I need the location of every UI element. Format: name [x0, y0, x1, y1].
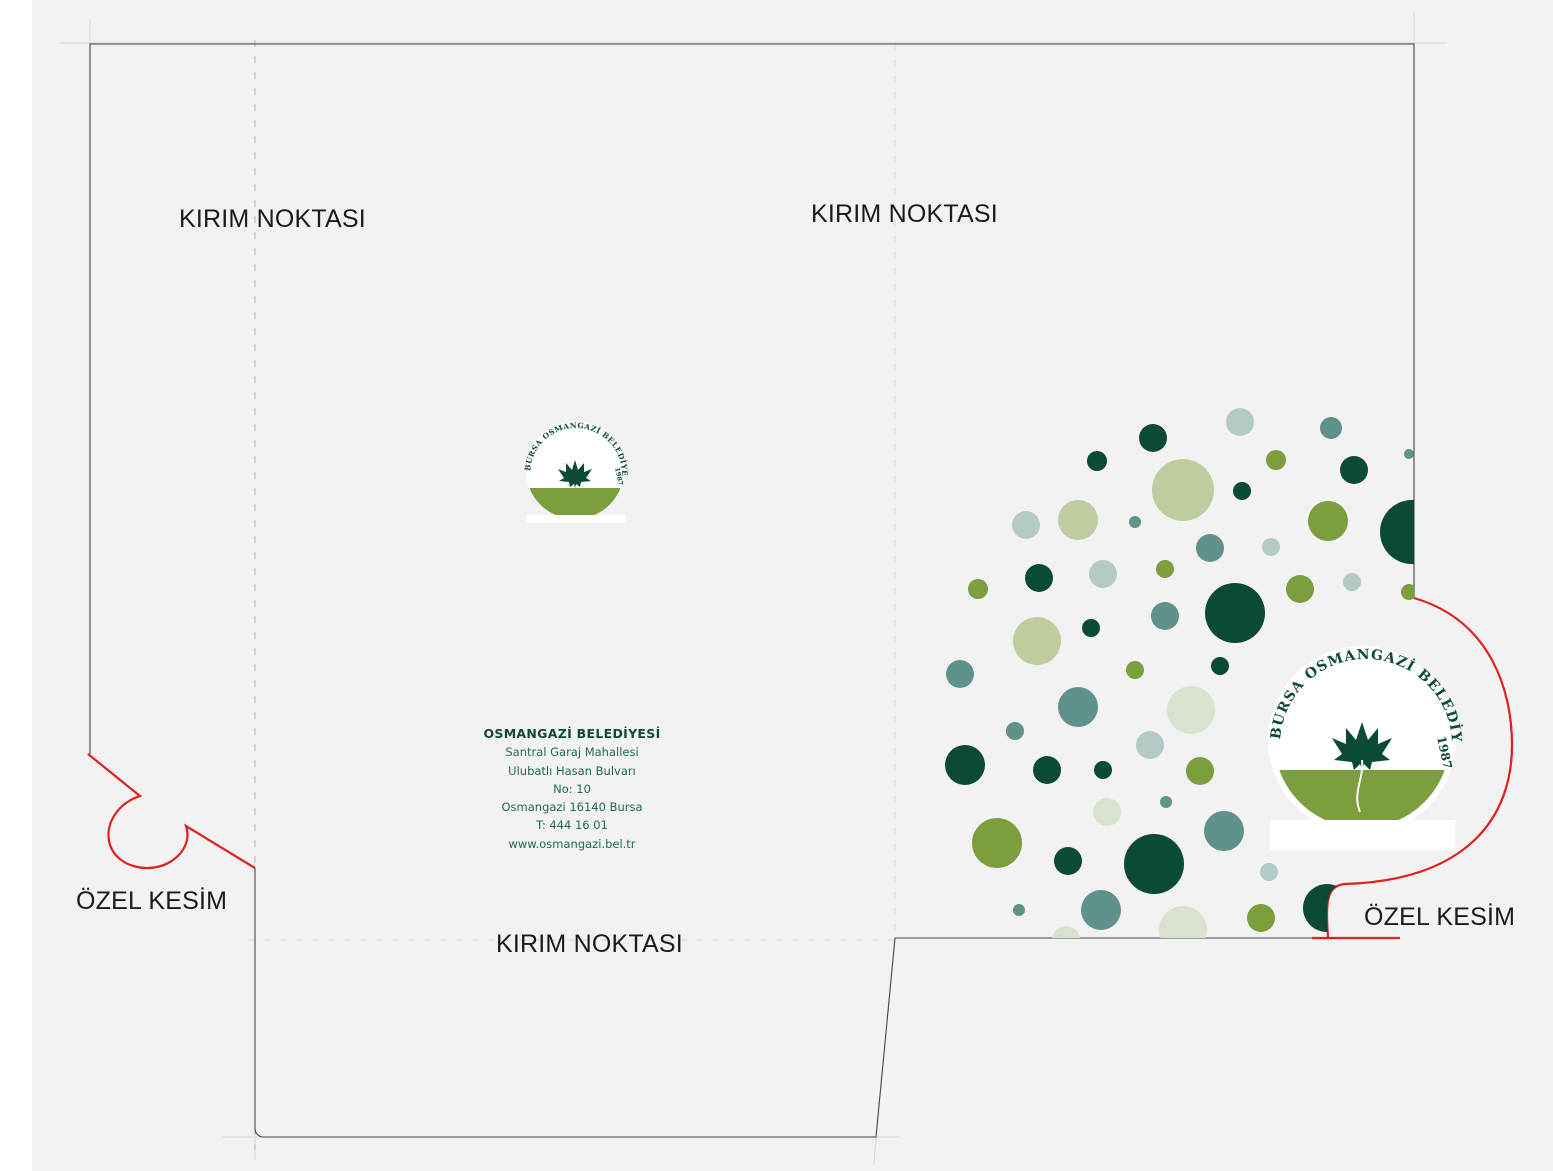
special-cut-left	[87, 753, 256, 870]
special-cut-right	[1312, 596, 1514, 940]
maple-leaf-icon	[1332, 722, 1392, 770]
dot-pattern	[945, 408, 1444, 938]
website-url: www.osmangazi.bel.tr	[508, 836, 636, 851]
seal-logo-small	[526, 421, 626, 523]
cut-outline	[89, 43, 1415, 1138]
maple-leaf-icon	[558, 460, 592, 488]
fold-lines	[248, 40, 896, 1150]
fold-point-label-bottom: KIRIM NOKTASI	[496, 930, 683, 958]
special-cut-label-left: ÖZEL KESİM	[76, 887, 228, 915]
fold-point-label-left: KIRIM NOKTASI	[179, 205, 366, 233]
seal-year-small: 1987	[613, 467, 625, 486]
phone-number: T: 444 16 01	[536, 818, 608, 833]
address-line: Ulubatlı Hasan Bulvarı	[508, 763, 636, 778]
contact-block: OSMANGAZİ BELEDİYESİ Santral Garaj Mahal…	[472, 725, 672, 853]
fold-point-label-center: KIRIM NOKTASI	[811, 200, 998, 228]
organization-name: OSMANGAZİ BELEDİYESİ	[483, 726, 661, 741]
seal-arc-text-small: BURSA OSMANGAZİ BELEDİYESİ	[0, 0, 629, 476]
address-line: Santral Garaj Mahallesi	[505, 745, 639, 760]
seal-logo-large	[1268, 646, 1456, 850]
address-line: No: 10	[553, 781, 591, 796]
address-line: Osmangazi 16140 Bursa	[501, 800, 643, 815]
seal-year-large: 1987	[1434, 735, 1455, 771]
special-cut-label-right: ÖZEL KESİM	[1364, 903, 1516, 931]
